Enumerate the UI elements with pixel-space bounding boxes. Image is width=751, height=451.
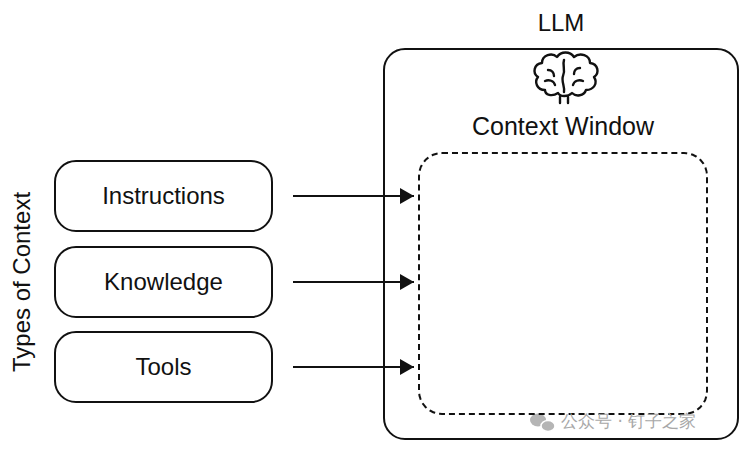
axis-label: Types of Context xyxy=(8,192,36,372)
arrow-connector xyxy=(293,281,414,283)
watermark-icon xyxy=(530,414,555,432)
box-label: Knowledge xyxy=(104,267,223,297)
box-label: Instructions xyxy=(102,181,225,211)
arrow-connector xyxy=(293,366,414,368)
llm-box: LLMContext Window xyxy=(383,48,739,440)
context-type-box: Instructions xyxy=(54,160,273,232)
context-window-box: Context Window xyxy=(418,152,708,415)
box-heading: LLM xyxy=(385,8,737,38)
arrow-connector xyxy=(293,195,414,197)
watermark: 公众号 · 钉子之家 xyxy=(561,411,696,432)
box-label: Tools xyxy=(135,352,191,382)
context-type-box: Tools xyxy=(54,331,273,403)
context-type-box: Knowledge xyxy=(54,246,273,318)
brain-icon xyxy=(535,53,598,104)
box-heading: Context Window xyxy=(420,111,706,141)
